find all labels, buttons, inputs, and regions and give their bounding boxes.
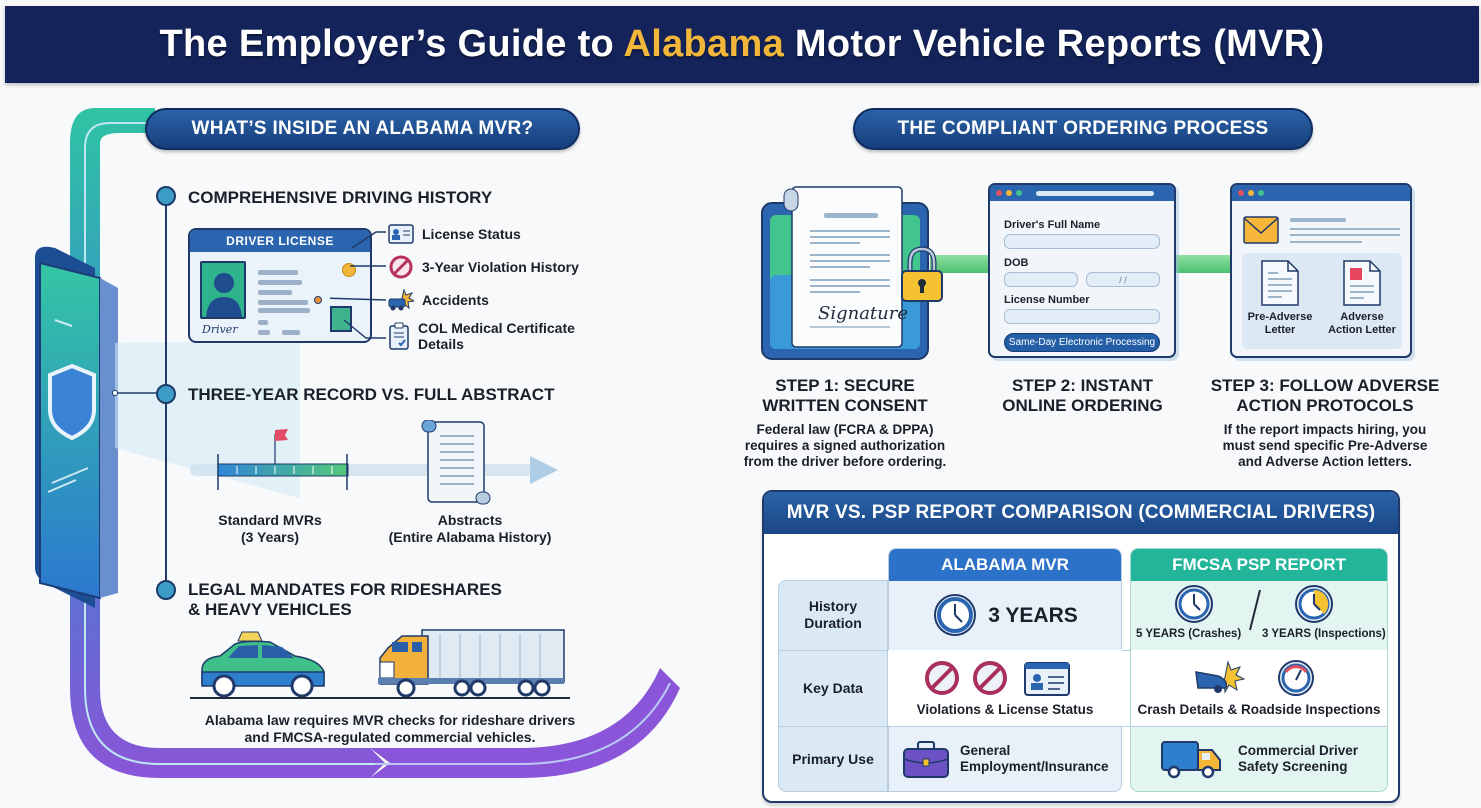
briefcase-icon bbox=[903, 741, 949, 778]
page-title: The Employer’s Guide to Alabama Motor Ve… bbox=[159, 23, 1325, 65]
dob-label: DOB bbox=[1004, 257, 1029, 269]
mvr-history-duration: 3 YEARS bbox=[888, 580, 1122, 650]
clock-partial-icon bbox=[1295, 585, 1333, 623]
legal-mandates-caption: Alabama law requires MVR checks for ride… bbox=[204, 712, 576, 745]
psp-key-data: Crash Details & Roadside Inspections bbox=[1130, 656, 1388, 722]
psp-primary-use: Commercial Driver Safety Screening bbox=[1130, 726, 1388, 792]
feature-violation-history: 3-Year Violation History bbox=[388, 255, 579, 279]
step-3-title: STEP 3: FOLLOW ADVERSE ACTION PROTOCOLS bbox=[1210, 376, 1440, 415]
road-band-decoration bbox=[35, 108, 680, 778]
step-2-title: STEP 2: INSTANT ONLINE ORDERING bbox=[1002, 376, 1163, 415]
psp-history-duration: 5 YEARS (Crashes) 3 YEARS (Inspections) bbox=[1130, 584, 1388, 650]
window-titlebar bbox=[1232, 185, 1410, 201]
license-card-header: DRIVER LICENSE bbox=[190, 230, 370, 252]
mvr-column-header: ALABAMA MVR bbox=[889, 549, 1121, 581]
license-number-label: License Number bbox=[1004, 294, 1090, 306]
id-card-icon bbox=[1024, 662, 1070, 696]
feature-license-status: License Status bbox=[388, 222, 521, 246]
license-number-input[interactable] bbox=[1004, 309, 1160, 324]
standard-mvr-caption: Standard MVRs (3 Years) bbox=[218, 512, 322, 545]
window-titlebar bbox=[990, 185, 1174, 201]
step-3-description: If the report impacts hiring, you must s… bbox=[1222, 422, 1428, 469]
step-2: STEP 2: INSTANT ONLINE ORDERING bbox=[975, 376, 1190, 416]
license-signature: Driver bbox=[202, 323, 238, 336]
step-connector bbox=[1175, 255, 1233, 273]
title-highlight: Alabama bbox=[623, 23, 785, 65]
same-day-processing-button[interactable]: Same-Day Electronic Processing bbox=[1004, 333, 1160, 352]
scroll-document-icon bbox=[421, 420, 491, 505]
full-name-label: Driver's Full Name bbox=[1004, 219, 1101, 231]
step-1-description: Federal law (FCRA & DPPA) requires a sig… bbox=[743, 422, 947, 469]
dob-input-primary[interactable] bbox=[1004, 272, 1078, 287]
clock-icon bbox=[934, 594, 977, 636]
prohibited-icon bbox=[925, 661, 959, 695]
signed-consent-graphic: Signature bbox=[761, 186, 943, 360]
row-label-key-data: Key Data bbox=[803, 679, 863, 696]
step-connector bbox=[930, 255, 990, 273]
car-crash-icon bbox=[388, 288, 414, 312]
psp-inspections-duration: 3 YEARS (Inspections) bbox=[1262, 628, 1386, 640]
mvr-key-data: Violations & License Status bbox=[888, 656, 1122, 722]
car-crash-icon bbox=[1195, 660, 1246, 694]
callout-lines bbox=[330, 231, 387, 339]
step-1: STEP 1: SECURE WRITTEN CONSENT Federal l… bbox=[730, 376, 960, 470]
shield-icon bbox=[48, 363, 96, 441]
section-heading-ordering-process: THE COMPLIANT ORDERING PROCESS bbox=[853, 108, 1313, 150]
psp-column-header: FMCSA PSP REPORT bbox=[1131, 549, 1387, 581]
vehicles-graphic bbox=[190, 629, 570, 699]
letters-panel: Pre-Adverse Letter Adverse Action Letter bbox=[1242, 253, 1402, 349]
dob-date-input[interactable]: / / bbox=[1086, 272, 1160, 287]
comparison-table: MVR VS. PSP REPORT COMPARISON (COMMERCIA… bbox=[762, 490, 1400, 803]
envelope-icon bbox=[1243, 216, 1279, 244]
license-mini-photo bbox=[330, 306, 352, 332]
section-heading-mvr-contents: WHAT’S INSIDE AN ALABAMA MVR? bbox=[145, 108, 580, 150]
timeline-dot bbox=[156, 580, 176, 600]
slash-divider bbox=[1249, 589, 1261, 631]
clipboard-check-icon bbox=[388, 322, 410, 350]
gauge-icon bbox=[1278, 660, 1314, 696]
abstract-caption: Abstracts (Entire Alabama History) bbox=[388, 512, 552, 545]
prohibited-icon bbox=[973, 661, 1007, 695]
step-1-title: STEP 1: SECURE WRITTEN CONSENT bbox=[762, 376, 928, 415]
title-banner: The Employer’s Guide to Alabama Motor Ve… bbox=[5, 6, 1479, 83]
driver-license-card: DRIVER LICENSE Driver bbox=[188, 228, 372, 343]
row-label-column bbox=[778, 580, 888, 792]
row-label-primary-use: Primary Use bbox=[792, 750, 874, 767]
feature-medical-certificate: COL Medical Certificate Details bbox=[388, 320, 588, 352]
flag-icon bbox=[275, 429, 288, 441]
signature-text: Signature bbox=[818, 303, 908, 324]
section-title-driving-history: COMPREHENSIVE DRIVING HISTORY bbox=[188, 188, 493, 207]
adverse-action-letter-icon bbox=[1343, 260, 1381, 306]
full-name-input[interactable] bbox=[1004, 234, 1160, 249]
delivery-truck-icon bbox=[1161, 741, 1221, 779]
mvr-primary-use: General Employment/Insurance bbox=[888, 726, 1122, 792]
license-photo bbox=[200, 261, 246, 319]
timeline-dot bbox=[156, 384, 176, 404]
pre-adverse-letter-icon bbox=[1261, 260, 1299, 306]
adverse-action-window: Pre-Adverse Letter Adverse Action Letter bbox=[1230, 183, 1412, 358]
timeline-comparison-graphic bbox=[190, 420, 558, 505]
timeline-dot bbox=[156, 186, 176, 206]
arrow-head bbox=[530, 456, 558, 484]
padlock-icon bbox=[901, 246, 943, 302]
step-3: STEP 3: FOLLOW ADVERSE ACTION PROTOCOLS … bbox=[1200, 376, 1450, 470]
rideshare-car-icon bbox=[201, 631, 325, 698]
feature-accidents: Accidents bbox=[388, 288, 489, 312]
online-order-form-window: Driver's Full Name DOB / / License Numbe… bbox=[988, 183, 1176, 358]
adverse-action-letter-label: Adverse Action Letter bbox=[1328, 311, 1396, 336]
section-title-legal-mandates: LEGAL MANDATES FOR RIDESHARES & HEAVY VE… bbox=[188, 580, 502, 619]
prohibited-icon bbox=[388, 255, 414, 279]
pre-adverse-letter-label: Pre-Adverse Letter bbox=[1247, 311, 1313, 336]
section-title-record-vs-abstract: THREE-YEAR RECORD VS. FULL ABSTRACT bbox=[188, 385, 555, 404]
psp-crashes-duration: 5 YEARS (Crashes) bbox=[1136, 628, 1242, 640]
comparison-heading: MVR VS. PSP REPORT COMPARISON (COMMERCIA… bbox=[764, 492, 1398, 534]
semi-truck-icon bbox=[378, 629, 565, 698]
id-card-icon bbox=[388, 222, 414, 246]
clock-icon bbox=[1175, 585, 1213, 623]
